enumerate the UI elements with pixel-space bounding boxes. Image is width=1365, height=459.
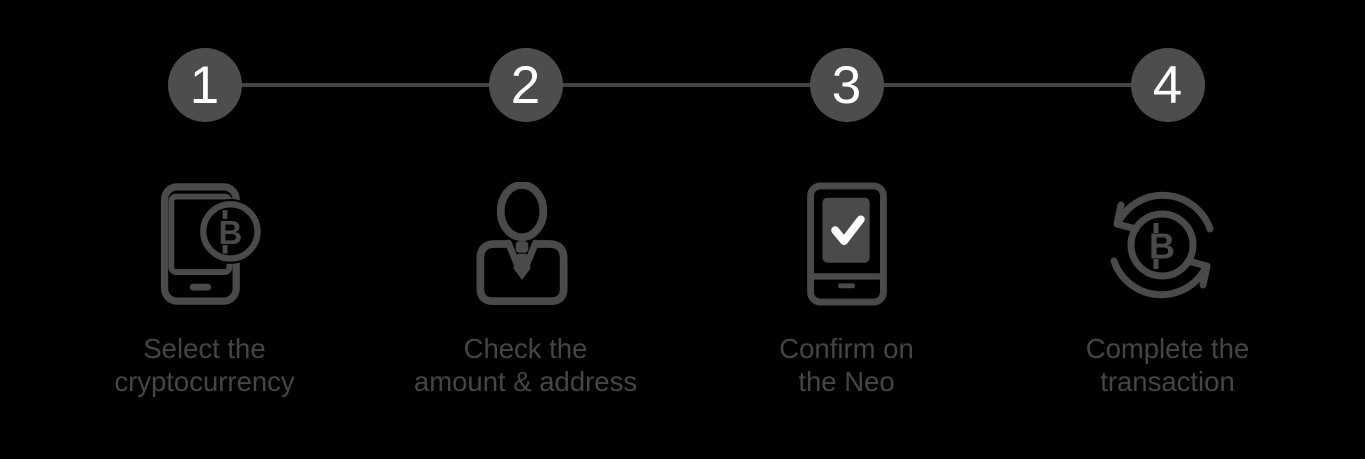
smartphone-bitcoin-icon: B: [159, 178, 265, 310]
person-tie-icon: [472, 178, 572, 310]
step-label: Check the amount & address: [413, 333, 638, 397]
device-checkmark-icon: [806, 178, 888, 310]
step-1: 1 B Select the cryptocurrency: [44, 0, 365, 398]
step-number-badge: 3: [809, 48, 884, 122]
step-2: 2 Check the amount & address: [365, 0, 686, 398]
step-4: 4 B Complete the transaction: [1007, 0, 1328, 398]
svg-text:B: B: [218, 214, 242, 251]
step-number: 3: [831, 55, 862, 115]
svg-text:B: B: [1149, 226, 1175, 267]
step-number: 1: [189, 55, 220, 115]
step-number-badge: 4: [1130, 48, 1205, 122]
step-number-badge: 1: [167, 48, 242, 122]
step-number-badge: 2: [488, 48, 563, 122]
step-number: 4: [1152, 55, 1183, 115]
connector-line: [205, 83, 1168, 87]
step-label: Complete the transaction: [1085, 333, 1250, 397]
steps-row: 1 B Select the cryptocurrency 2: [44, 0, 1328, 398]
step-number: 2: [510, 55, 541, 115]
bitcoin-refresh-icon: B: [1106, 178, 1218, 310]
step-3: 3 Confirm on the Neo: [686, 0, 1007, 398]
step-label: Confirm on the Neo: [779, 333, 914, 397]
step-label: Select the cryptocurrency: [114, 333, 295, 397]
